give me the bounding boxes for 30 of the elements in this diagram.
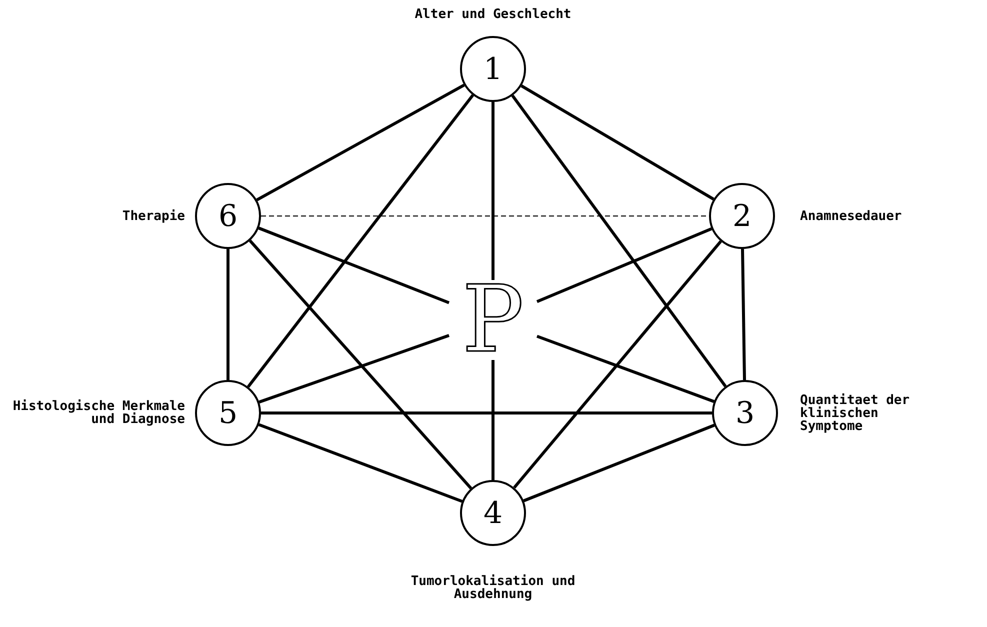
connector-line — [536, 227, 712, 303]
node-caption: Tumorlokalisation und Ausdehnung — [410, 575, 576, 601]
node-caption: Quantitaet der klinischen Symptome — [800, 394, 911, 432]
connector-line — [258, 226, 450, 304]
numbered-circle: 6 — [195, 183, 261, 249]
connector-line — [523, 424, 715, 502]
numbered-circle: 4 — [460, 480, 526, 546]
connector-line — [258, 334, 450, 404]
connector-line — [261, 412, 712, 414]
node-caption: Alter und Geschlecht — [414, 8, 572, 20]
numbered-circle: 1 — [460, 36, 526, 102]
connector-line — [492, 102, 494, 280]
connector-line — [492, 360, 494, 480]
node-caption: Histologische Merkmale und Diagnose — [12, 400, 185, 426]
node-caption: Therapie — [121, 210, 185, 222]
connector-line — [513, 240, 722, 489]
connector-line — [256, 84, 465, 202]
connector-line — [741, 248, 746, 380]
connector-line — [536, 334, 715, 403]
numbered-circle: 3 — [712, 380, 778, 446]
connector-line — [511, 94, 727, 388]
connector-line — [248, 240, 472, 490]
numbered-circle: 5 — [195, 380, 261, 446]
node-caption: Anamnesedauer — [800, 210, 903, 222]
connector-line — [226, 249, 230, 380]
center-letter: P — [453, 272, 533, 368]
connector-line — [246, 94, 474, 388]
connector-line — [520, 84, 714, 201]
numbered-circle: 2 — [709, 183, 775, 249]
connector-line — [258, 423, 463, 503]
